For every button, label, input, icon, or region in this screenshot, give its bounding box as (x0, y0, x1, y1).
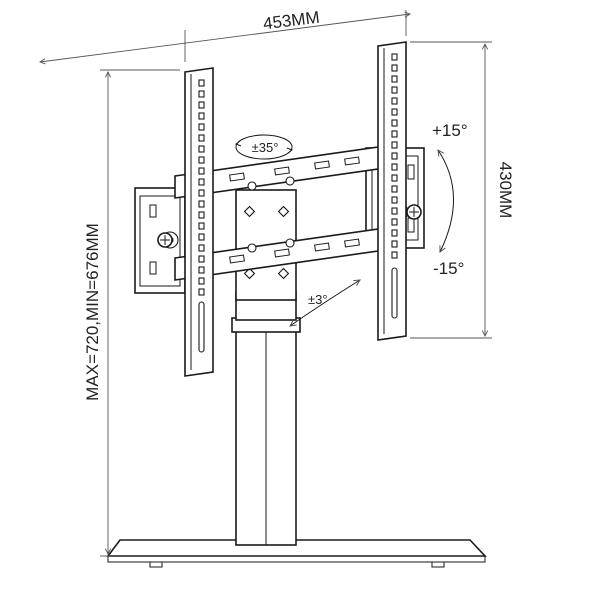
left-arm-hole (198, 222, 205, 230)
left-arm-hole (198, 145, 205, 153)
left-arm-hole (198, 277, 205, 285)
support-column (231, 291, 301, 546)
left-arm-hole (198, 123, 205, 131)
left-arm-hole (198, 90, 205, 98)
left-arm-hole (198, 79, 205, 87)
right-arm-hole (391, 185, 398, 193)
right-arm-slot (391, 267, 398, 319)
right-arm-hole (391, 97, 398, 105)
right-arm-hole (391, 218, 398, 226)
right-arm-hole (391, 152, 398, 160)
left-arm-hole (198, 211, 205, 219)
tilt-up-label: +15° (432, 121, 468, 140)
tilt-down-label: -15° (433, 259, 464, 278)
total-height-dimension (100, 69, 180, 557)
total-height-label: MAX=720,MIN=676MM (83, 223, 102, 401)
tilt-knob-right-icon (406, 204, 422, 220)
right-arm-hole (391, 53, 398, 61)
right-arm-hole (391, 119, 398, 127)
left-arm-slot (198, 301, 205, 353)
width-label: 453MM (262, 8, 321, 34)
left-arm-hole (198, 156, 205, 164)
right-arm-hole (391, 141, 398, 149)
left-arm-hole (198, 266, 205, 274)
left-arm-hole (198, 167, 205, 175)
right-arm-hole (391, 229, 398, 237)
left-arm-hole (198, 233, 205, 241)
left-arm-hole (198, 101, 205, 109)
left-arm-hole (198, 244, 205, 252)
width-dimension (40, 10, 410, 62)
left-arm-hole (198, 288, 205, 296)
right-arm-hole (391, 196, 398, 204)
height-dimension (410, 41, 492, 339)
level-arc-icon (290, 280, 360, 326)
level-label: ±3° (308, 292, 328, 307)
right-arm-hole (391, 240, 398, 248)
tilt-knob-left-icon (157, 232, 173, 248)
right-arm-hole (391, 207, 398, 215)
right-arm-hole (391, 174, 398, 182)
right-arm-hole (391, 86, 398, 94)
vertical-arm-left (184, 67, 214, 377)
swivel-label: ±35° (252, 140, 279, 155)
vertical-arm-right (377, 41, 407, 341)
right-arm-hole (391, 64, 398, 72)
height-label: 430MM (496, 162, 515, 219)
right-arm-hole (391, 251, 398, 259)
right-arm-hole (391, 108, 398, 116)
glass-base (106, 539, 487, 568)
left-arm-hole (198, 178, 205, 186)
swivel-indicator-icon (234, 134, 294, 160)
right-arm-hole (391, 130, 398, 138)
right-arm-hole (391, 163, 398, 171)
left-arm-hole (198, 255, 205, 263)
left-arm-hole (198, 134, 205, 142)
left-arm-hole (198, 200, 205, 208)
tilt-arc-icon (438, 150, 454, 252)
left-arm-hole (198, 112, 205, 120)
left-arm-hole (198, 189, 205, 197)
right-arm-hole (391, 75, 398, 83)
